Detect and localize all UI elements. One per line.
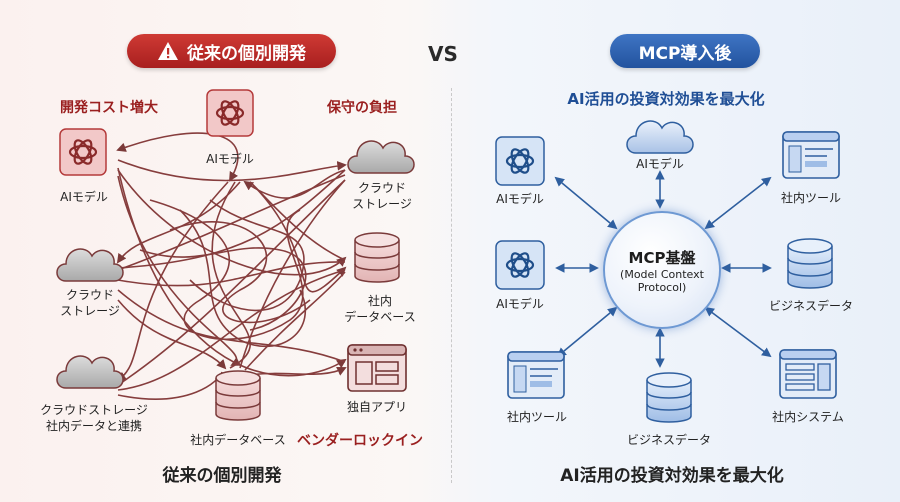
node-label-business-data: ビジネスデータ [768,299,854,313]
mcp-heading: AI活用の投資対効果を最大化 [567,90,765,108]
openai-icon [495,136,545,186]
node-label-business-data: ビジネスデータ [626,433,712,447]
node-label-ai-model: AIモデル [206,152,254,166]
database-icon [215,370,261,421]
dev-cost-label: 開発コスト増大 [60,100,158,116]
legacy-banner-label: 従来の個別開発 [187,43,306,64]
database-icon [354,232,400,283]
legacy-bottom-title: 従来の個別開発 [162,466,282,486]
tool-window-icon [782,131,840,179]
node-label-internal-tool: 社内ツール [506,410,568,424]
mcp-banner: MCP導入後 [610,34,760,68]
app-window-icon [347,344,407,392]
node-label-ai-model: AIモデル [636,157,684,171]
node-label-cloud-storage-linked: クラウドストレージ 社内データと連携 [40,403,148,433]
node-label-cloud-storage: クラウド ストレージ [352,181,412,211]
tool-window-icon [507,351,565,399]
node-label-internal-tool: 社内ツール [780,191,842,205]
node-label-internal-db: 社内 データベース [344,294,416,324]
node-label-internal-system: 社内システム [772,410,844,424]
cloud-icon [347,140,415,174]
database-icon [646,372,692,423]
vendor-lockin-label: ベンダーロックイン [297,433,423,449]
hub-subtitle-1: (Model Context [620,267,704,281]
node-label-cloud-storage: クラウド ストレージ [60,288,120,318]
cloud-icon [56,355,124,389]
node-label-custom-app: 独自アプリ [346,400,408,414]
system-window-icon [779,349,837,399]
openai-icon [495,240,545,290]
tangled-connections [116,132,347,400]
database-icon [787,238,833,289]
cloud-icon [626,120,694,154]
openai-icon [59,128,107,176]
openai-icon [206,89,254,137]
node-label-ai-model: AIモデル [496,297,544,311]
hub-title: MCP基盤 [628,248,696,267]
cloud-icon [56,248,124,282]
divider [451,88,452,483]
node-label-internal-db: 社内データベース [190,433,286,447]
mcp-bottom-title: AI活用の投資対効果を最大化 [560,466,784,486]
node-label-ai-model: AIモデル [496,192,544,206]
node-label-ai-model: AIモデル [60,190,108,204]
vs-label: VS [428,42,458,66]
warning-icon [157,41,179,61]
mcp-hub: MCP基盤 (Model Context Protocol) [603,211,721,329]
hub-spokes [554,170,772,368]
maintenance-label: 保守の負担 [327,100,397,116]
hub-subtitle-2: Protocol) [637,280,687,294]
legacy-banner: 従来の個別開発 [127,34,336,68]
